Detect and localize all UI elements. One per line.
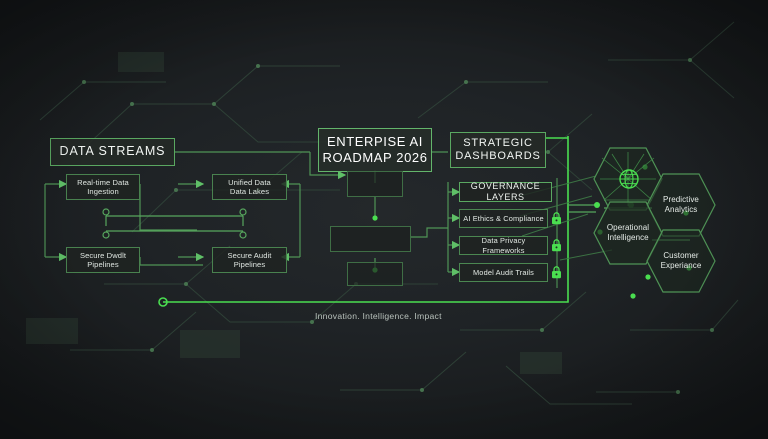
node-secure-dwdlt-pipelines[interactable]: Secure Dwdlt Pipelines — [66, 247, 140, 273]
header-strategic-line1: STRATEGIC — [463, 136, 533, 149]
governance-item-2-label: Model Audit Trails — [473, 267, 534, 277]
hexagon-operational-line2: Intelligence — [607, 233, 649, 242]
header-data-streams[interactable]: DATA STREAMS — [50, 138, 175, 166]
governance-heading-label: GOVERNANCE LAYERS — [470, 181, 541, 202]
hexagon-customer-line2: Experiance — [660, 261, 702, 270]
center-box-1[interactable] — [347, 171, 403, 197]
governance-item-1-label: Data Privacy Frameworks — [481, 236, 526, 255]
governance-item-model-audit[interactable]: Model Audit Trails — [459, 263, 548, 282]
header-strategic-line2: DASHBOARDS — [455, 150, 541, 162]
hexagon-operational-label: Operational Intelligence — [607, 223, 649, 244]
node-audit-line2: Pipelines — [233, 260, 266, 269]
lock-icon — [552, 239, 561, 252]
hexagon-operational-shape — [593, 201, 663, 265]
hexagon-customer-line1: Customer — [663, 250, 699, 260]
header-strategic-dashboards[interactable]: STRATEGIC DASHBOARDS — [450, 132, 546, 168]
hexagon-predictive-label: Predictive Analytics — [663, 195, 699, 216]
governance-heading[interactable]: GOVERNANCE LAYERS — [459, 181, 552, 202]
node-secure-left-line2: Pipelines — [87, 260, 119, 269]
node-realtime-data-ingestion[interactable]: Real-time Data Ingestion — [66, 174, 140, 200]
node-unified-data-lakes[interactable]: Unified Data Data Lakes — [212, 174, 287, 200]
governance-item-0-label: AI Ethics & Compliance — [463, 213, 544, 223]
hexagon-customer-experience[interactable]: Customer Experiance — [645, 228, 717, 294]
center-box-3[interactable] — [347, 262, 403, 286]
governance-item-data-privacy[interactable]: Data Privacy Frameworks — [459, 236, 548, 255]
node-unified-line2: Data Lakes — [229, 187, 270, 196]
center-box-2[interactable] — [330, 226, 411, 252]
hexagon-globe[interactable] — [592, 146, 664, 212]
hexagon-customer-shape — [646, 229, 716, 293]
tagline: Innovation. Intelligence. Impact — [315, 311, 442, 321]
center-title-line1: ENTERPISE AI — [327, 134, 423, 150]
governance-item-ai-ethics[interactable]: AI Ethics & Compliance — [459, 209, 548, 228]
node-unified-line1: Unified Data — [228, 177, 271, 187]
node-secure-audit-pipelines[interactable]: Secure Audit Pipelines — [212, 247, 287, 273]
lock-icon — [552, 266, 561, 279]
hexagon-predictive-line2: Analytics — [664, 205, 698, 214]
center-title-line2: ROADMAP 2026 — [322, 150, 428, 165]
globe-icon — [619, 169, 639, 189]
hexagon-operational-line1: Operational — [606, 222, 650, 232]
header-data-streams-label: DATA STREAMS — [59, 144, 166, 159]
node-realtime-line1: Real-time Data — [77, 177, 129, 187]
hexagon-customer-label: Customer Experiance — [661, 251, 702, 272]
hexagon-operational-intelligence[interactable]: Operational Intelligence — [592, 200, 664, 266]
node-secure-left-line1: Secure Dwdlt — [79, 250, 127, 260]
hexagon-predictive-line1: Predictive — [663, 194, 699, 204]
lock-icon — [552, 212, 561, 225]
node-audit-line1: Secure Audit — [227, 250, 272, 260]
node-realtime-line2: Ingestion — [87, 187, 119, 196]
center-title-card[interactable]: ENTERPISE AI ROADMAP 2026 — [318, 128, 432, 172]
